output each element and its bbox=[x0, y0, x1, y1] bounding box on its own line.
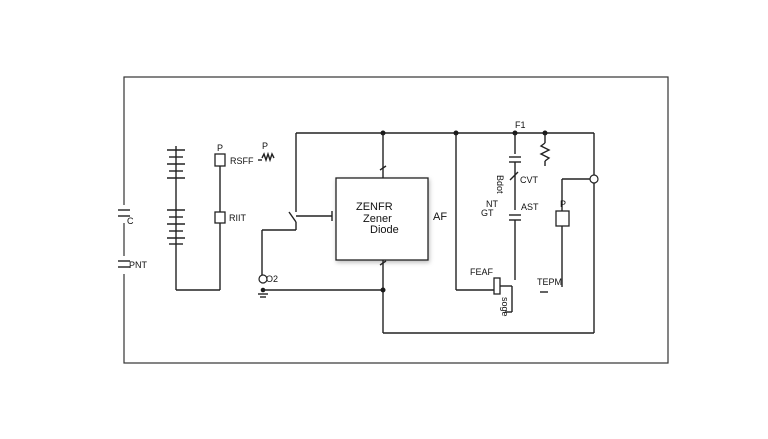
label-gt: GT bbox=[481, 208, 494, 218]
terminal-right bbox=[589, 174, 599, 184]
block-title-zenfr: ZENFR bbox=[356, 201, 393, 213]
component-p-right bbox=[555, 210, 570, 227]
label-feaf: FEAF bbox=[470, 267, 494, 277]
label-riit: RIIT bbox=[229, 213, 247, 223]
label-soge: soge bbox=[500, 297, 510, 317]
block-label-diode: Diode bbox=[370, 224, 399, 236]
terminal-o2 bbox=[258, 274, 268, 284]
resistor-icon bbox=[539, 142, 551, 162]
label-cvt: CVT bbox=[520, 175, 539, 185]
capacitor-ast bbox=[509, 214, 521, 221]
label-pnt: PNT bbox=[129, 260, 148, 270]
capacitor-pnt bbox=[118, 256, 130, 274]
label-nt: NT bbox=[486, 199, 498, 209]
component-p-top bbox=[214, 153, 226, 167]
node-ic-bottom bbox=[380, 287, 386, 293]
battery-stack bbox=[167, 146, 185, 290]
ic-bottom-tick bbox=[379, 260, 387, 266]
block-label-zener: Zener bbox=[363, 213, 392, 225]
label-p-top: P bbox=[217, 143, 223, 153]
label-o2: O2 bbox=[266, 274, 278, 284]
label-af: AF bbox=[433, 211, 447, 223]
ground-icon bbox=[258, 293, 268, 298]
zener-diode-block bbox=[335, 177, 429, 261]
arrow-tick-icon bbox=[509, 171, 519, 181]
component-riit bbox=[214, 211, 226, 224]
capacitor-f1 bbox=[509, 156, 521, 163]
capacitor-c bbox=[118, 205, 130, 223]
label-ast: AST bbox=[521, 202, 539, 212]
resistor-small-icon bbox=[258, 151, 275, 163]
label-c: C bbox=[127, 216, 134, 226]
ic-top-tick bbox=[379, 165, 387, 171]
label-rsff: RSFF bbox=[230, 156, 254, 166]
label-tepm: TEPM bbox=[537, 277, 562, 287]
label-p-resistor: P bbox=[262, 141, 268, 151]
label-p-right: P bbox=[560, 199, 566, 209]
label-f1: F1 bbox=[515, 120, 526, 130]
label-bdot: Bdot bbox=[495, 175, 505, 194]
switch-icon bbox=[288, 211, 297, 230]
relay-component bbox=[493, 277, 513, 313]
